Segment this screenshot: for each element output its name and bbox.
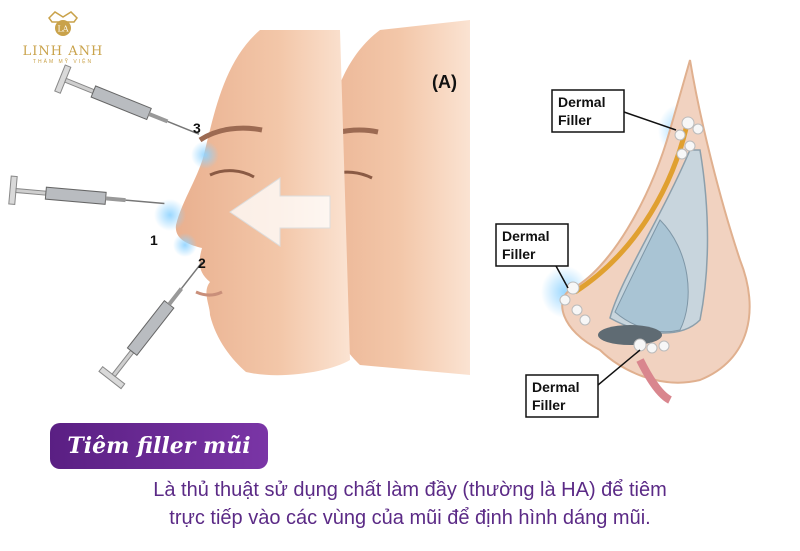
callout-dermal-filler-bottom: Dermal Filler xyxy=(525,349,641,418)
injection-site-glow-2 xyxy=(173,233,197,257)
front-eye xyxy=(209,169,255,179)
description-line-1: Là thủ thuật sử dụng chất làm đầy (thườn… xyxy=(153,479,667,501)
description-line-2: trực tiếp vào các vùng của mũi để định h… xyxy=(169,507,651,529)
title-banner: Tiêm filler mũi xyxy=(50,423,268,469)
logo-tagline: THẨM MỸ VIỆN xyxy=(32,59,94,65)
logo-name: LINH ANH xyxy=(22,44,104,59)
brand-logo: LA LINH ANH THẨM MỸ VIỆN xyxy=(8,8,118,65)
injection-site-glow-3 xyxy=(191,141,219,169)
crown-monogram-icon: LA xyxy=(48,11,78,36)
injection-label-3: 3 xyxy=(193,120,201,136)
callout-dermal-filler-middle: Dermal Filler xyxy=(495,223,569,289)
injection-site-glow-1 xyxy=(154,199,186,231)
svg-text:Filler: Filler xyxy=(532,397,566,413)
panel-label: (A) xyxy=(432,72,457,92)
svg-text:Dermal: Dermal xyxy=(502,228,549,244)
injection-label-2: 2 xyxy=(198,255,206,271)
svg-text:Dermal: Dermal xyxy=(532,379,579,395)
description: Là thủ thuật sử dụng chất làm đầy (thườn… xyxy=(60,476,760,532)
front-eyebrow xyxy=(198,125,263,143)
syringe-2-icon xyxy=(98,261,203,390)
injection-label-1: 1 xyxy=(150,232,158,248)
svg-text:Dermal: Dermal xyxy=(558,94,605,110)
front-lips xyxy=(195,290,223,297)
page-title: Tiêm filler mũi xyxy=(67,433,251,459)
nose-cross-section xyxy=(541,59,751,404)
svg-text:Filler: Filler xyxy=(502,246,536,262)
syringe-1-icon xyxy=(8,175,165,206)
logo-monogram: LA xyxy=(57,25,68,34)
syringe-3-icon xyxy=(54,64,200,135)
nose-filler-illustration: 3 1 2 (A) Dermal Filler Dermal Filler xyxy=(8,20,751,418)
transition-arrow xyxy=(229,177,331,247)
callout-dermal-filler-top: Dermal Filler xyxy=(551,89,677,133)
svg-text:Filler: Filler xyxy=(558,112,592,128)
